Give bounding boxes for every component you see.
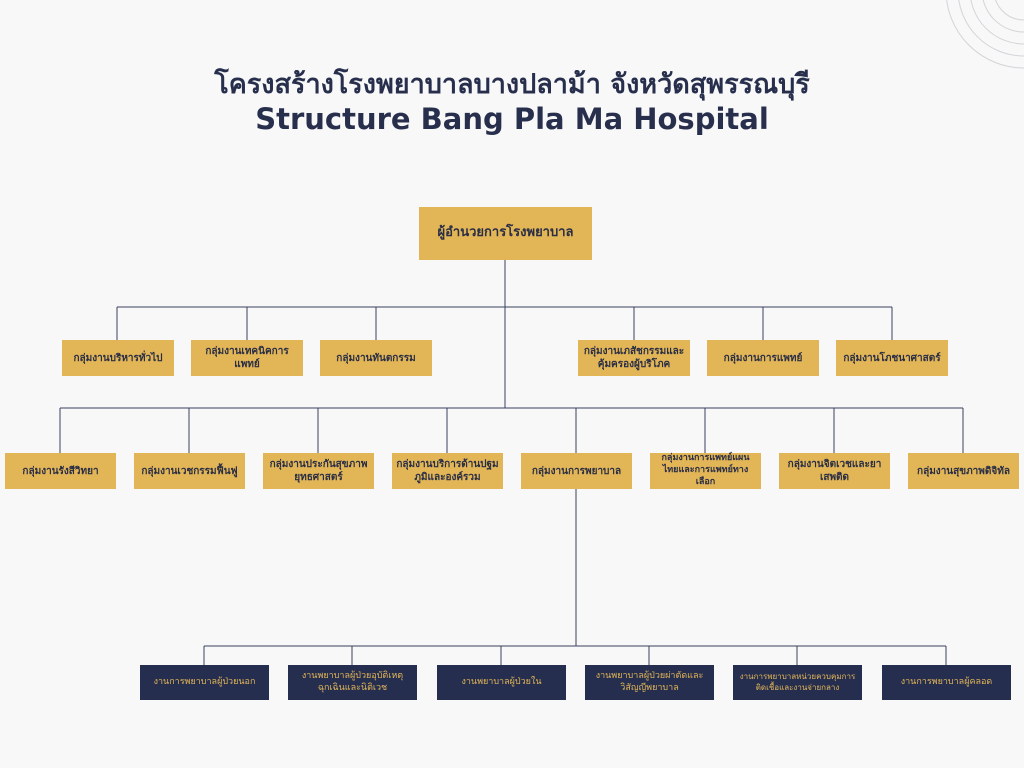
org-node-health-insurance-strategy: กลุ่มงานประกันสุขภาพยุทธศาสตร์ (263, 453, 374, 489)
org-node-medical: กลุ่มงานการแพทย์ (707, 340, 819, 376)
org-node-radiology: กลุ่มงานรังสีวิทยา (5, 453, 116, 489)
org-node-general-admin: กลุ่มงานบริหารทั่วไป (62, 340, 174, 376)
org-node-inpatient-nursing: งานพยาบาลผู้ป่วยใน (437, 665, 566, 700)
org-node-surgery-anesthesia-nursing: งานพยาบาลผู้ป่วยผ่าตัดและวิสัญญีพยาบาล (585, 665, 714, 700)
page-title-english: Structure Bang Pla Ma Hospital (255, 102, 769, 136)
org-node-primary-care: กลุ่มงานบริการด้านปฐมภูมิและองค์รวม (392, 453, 503, 489)
org-node-medical-technology: กลุ่มงานเทคนิคการแพทย์ (191, 340, 303, 376)
org-node-delivery-nursing: งานการพยาบาลผู้คลอด (882, 665, 1011, 700)
page-title-thai: โครงสร้างโรงพยาบาลบางปลาม้า จังหวัดสุพรร… (214, 69, 810, 100)
org-node-nutrition: กลุ่มงานโภชนาศาสตร์ (836, 340, 948, 376)
org-node-dental: กลุ่มงานทันตกรรม (320, 340, 432, 376)
org-node-thai-traditional-medicine: กลุ่มงานการแพทย์แผนไทยและการแพทย์ทางเลือ… (650, 453, 761, 489)
org-node-pharmacy: กลุ่มงานเภสัชกรรมและคุ้มครองผู้บริโภค (578, 340, 690, 376)
org-node-digital-health: กลุ่มงานสุขภาพดิจิทัล (908, 453, 1019, 489)
org-node-infection-control-nursing: งานการพยาบาลหน่วยควบคุมการติดเชื้อและงาน… (733, 665, 862, 700)
org-node-nursing: กลุ่มงานการพยาบาล (521, 453, 632, 489)
org-node-emergency-nursing: งานพยาบาลผู้ป่วยอุบัติเหตุฉุกเฉินและนิติ… (288, 665, 417, 700)
org-node-outpatient-nursing: งานการพยาบาลผู้ป่วยนอก (140, 665, 269, 700)
org-node-rehabilitation: กลุ่มงานเวชกรรมฟื้นฟู (134, 453, 245, 489)
org-node-director: ผู้อำนวยการโรงพยาบาล (419, 207, 592, 260)
org-node-psychiatry: กลุ่มงานจิตเวชและยาเสพติด (779, 453, 890, 489)
